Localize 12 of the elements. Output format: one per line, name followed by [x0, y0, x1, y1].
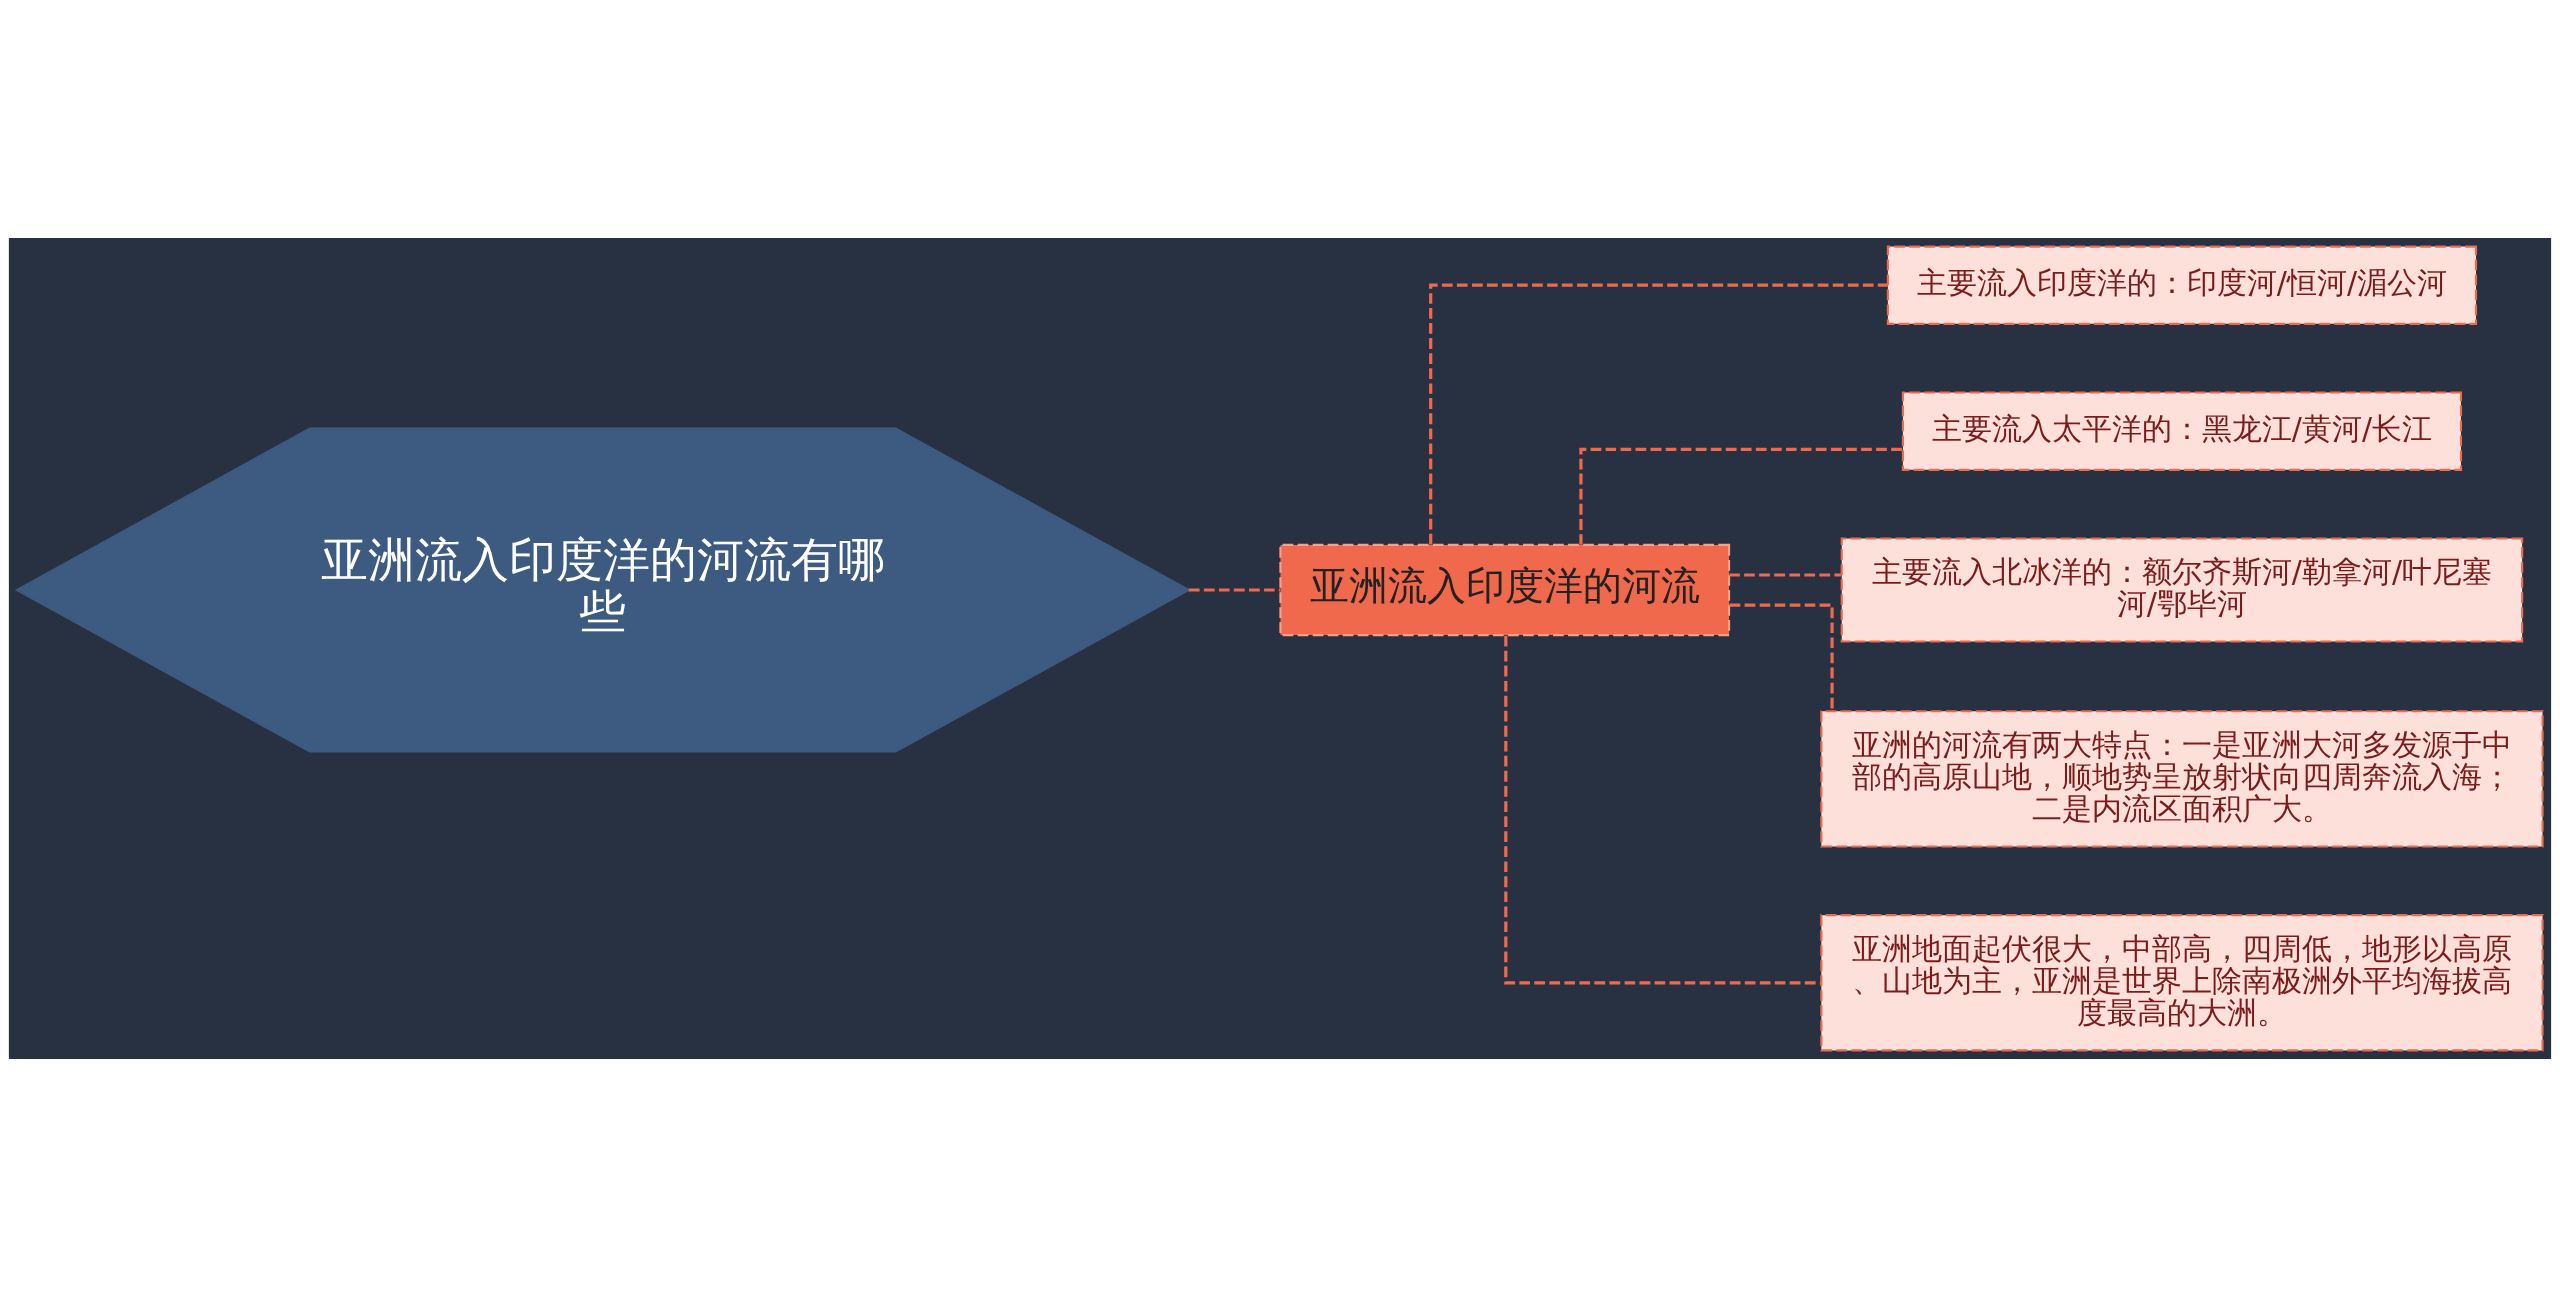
node-box: 主要流入印度洋的：印度河/恒河/湄公河: [1886, 245, 2478, 325]
connector: [1188, 587, 1281, 592]
connector: [1729, 572, 1842, 577]
node-box: 亚洲地面起伏很大，中部高，四周低，地形以高原、山地为主，亚洲是世界上除南极洲外平均海拔高度最高的大洲。: [1820, 913, 2544, 1051]
node-box: 主要流入太平洋的：黑龙江/黄河/长江: [1901, 390, 2463, 471]
node-box: 亚洲的河流有两大特点：一是亚洲大河多发源于中部的高原山地，顺地势呈放射状向四周奔流入海；二是内流区面积广大。: [1820, 709, 2544, 848]
connector: [1504, 635, 1822, 984]
connector: [1429, 283, 1888, 544]
node-box: 主要流入北冰洋的：额尔齐斯河/勒拿河/叶尼塞河/鄂毕河: [1840, 536, 2524, 643]
connector: [1579, 447, 1903, 545]
node-box: 亚洲流入印度洋的河流: [1279, 543, 1731, 636]
connector: [1729, 602, 1834, 711]
